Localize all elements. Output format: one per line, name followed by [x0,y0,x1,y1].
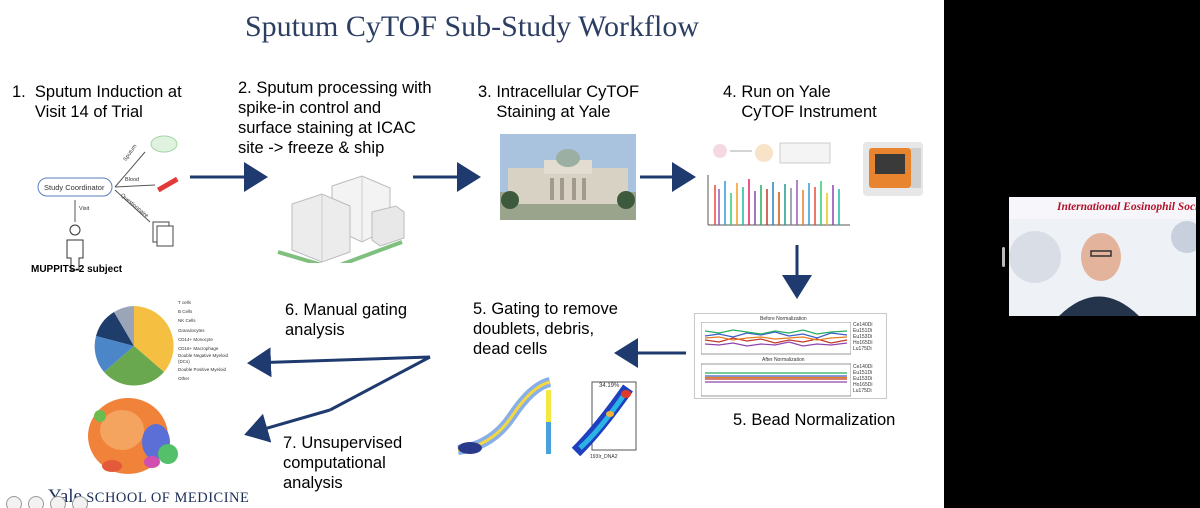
step-2-label: 2. Sputum processing with spike-in contr… [238,79,432,157]
person-body [66,239,84,271]
step-5-gating-label: 5. Gating to remove doublets, debris, de… [473,300,618,358]
arrow-to-unsupervised [244,408,331,443]
pie-legend-item: Double Positive Myeloid [178,367,227,373]
step-5-bead-label: 5. Bead Normalization [733,411,896,429]
speaker-video-tile[interactable]: International Eosinophil Soci [1009,197,1196,316]
coordinator-diagram-art [37,135,179,271]
pie-chart-panel: T cells B Cells NK Cells Granulocytes CD… [90,298,240,396]
bead-legend-item: Lu175Di [853,346,872,352]
speaker-video-art [1009,197,1196,316]
arrow-to-manual [247,347,431,378]
next-slide-button[interactable] [28,496,44,508]
pie-legend-item: CD16+ Macrophage [178,346,219,352]
bead-legend-item: Eu151Di [853,328,873,334]
pie-slice-granulocytes [134,306,174,372]
flow-arrows [190,162,812,443]
pie-slice-cd16-macrophage [104,346,164,386]
subject-label: MUPPITS-2 subject [31,264,123,275]
bead-legend-item: Ce140Di [853,322,873,328]
pie-legend-item: CD14+ Monocyte [178,336,213,342]
step-1-label: 1. Sputum Induction at Visit 14 of Trial [12,83,182,121]
pie-slice-other [96,312,134,346]
pie-legend-item: Double Negative Myeloid (DCs) [178,353,229,365]
umap-plot [82,392,188,484]
video-banner-text: International Eosinophil Soci [1057,201,1196,213]
pie-legend: T cells B Cells NK Cells Granulocytes CD… [178,298,238,384]
bead-legend-item: Eu153Di [853,334,873,340]
pie-slice-t-cells [94,336,134,372]
pie-legend-item: Other [178,376,190,382]
blood-tube-icon [156,176,179,193]
gating-density-art [571,381,637,457]
arrow-diagonal [329,355,431,412]
bead-lines [701,322,851,397]
facility-building-icon [277,175,405,263]
bead-legend-item: Lu175Di [853,388,872,394]
panel-resize-handle[interactable] [1002,247,1005,267]
coordinator-node: Study Coordinator [44,183,105,192]
step-6-label: 6. Manual gating analysis [285,301,408,339]
bead-legend-item: Eu151Di [853,370,873,376]
gate-x-axis-label: 193Ir_DNA2 [590,454,618,460]
bead-legend-item: Eu153Di [853,376,873,382]
before-normalization-title: Before Normalization [760,316,807,322]
pie-legend-item: Granulocytes [178,327,205,333]
step-7-label: 7. Unsupervised computational analysis [283,434,403,492]
gating-scatter-plot [452,376,562,462]
yale-building-photo [500,134,636,220]
bead-normalization-chart: Before Normalization After Normalization… [694,313,887,399]
cytof-spectrum-image [700,137,855,233]
edge-label-visit: Visit [79,206,90,212]
pie-legend-item: B Cells [178,309,193,315]
person-head [69,224,81,236]
bead-legend-item: Ho165Di [853,382,873,388]
bead-legend-item: Ho165Di [853,340,873,346]
cell-type-pie [94,306,174,386]
step-4-label: 4. Run on Yale CyTOF Instrument [723,83,877,121]
gating-density-plot: 34.19% 193Ir_DNA2 [566,376,638,462]
school-of-medicine-wordmark: SCHOOL OF MEDICINE [86,490,250,506]
pie-slice-nk [114,306,134,346]
step-3-label: 3. Intracellular CyTOF Staining at Yale [478,83,640,121]
slide-title: Sputum CyTOF Sub-Study Workflow [244,10,700,43]
bead-legend-item: Ce140Di [853,364,873,370]
cytof-instrument-image [863,142,923,196]
edge-label-blood: Blood [125,177,140,183]
bead-legend: Ce140Di Eu151Di Eu153Di Ho165Di Lu175Di [853,322,885,352]
presentation-slide: Sputum CyTOF Sub-Study Workflow 1. Sputu… [0,0,944,508]
bead-legend-after: Ce140Di Eu151Di Eu153Di Ho165Di Lu175Di [853,364,885,394]
pen-tool-button[interactable] [50,496,66,508]
gate-percent: 34.19% [599,383,620,389]
previous-slide-button[interactable] [6,496,22,508]
coordinator-diagram: Study Coordinator Sputum Blood Questionn… [25,130,200,280]
pie-legend-item: T cells [178,300,191,305]
cloud-icon [150,135,178,153]
pie-legend-item: NK Cells [178,318,196,324]
zoom-button[interactable] [72,496,88,508]
after-normalization-title: After Normalization [762,357,805,363]
